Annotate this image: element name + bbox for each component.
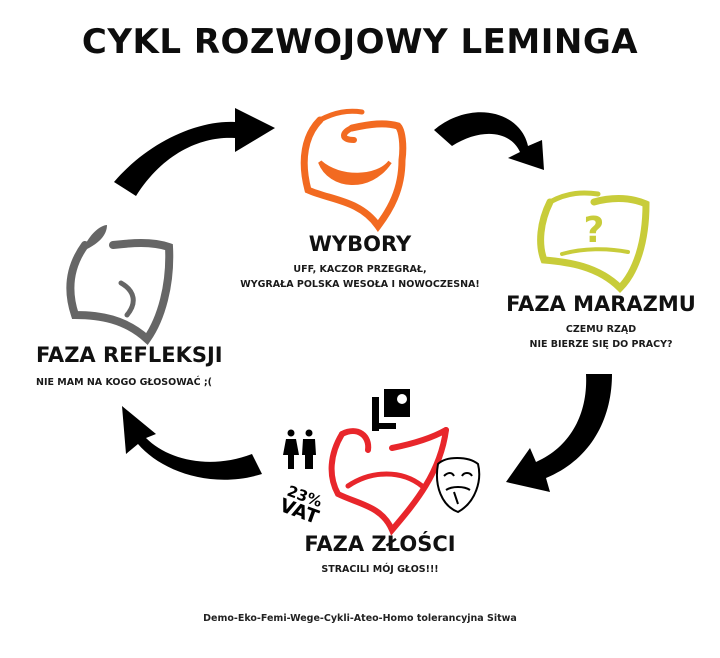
couple-icon [283,429,316,469]
page-title: CYKL ROZWOJOWY LEMINGA [81,22,639,62]
footer-caption: Demo-Eko-Femi-Wege-Cykli-Ateo-Homo toler… [203,613,517,624]
speed-camera-icon [372,389,410,431]
phase-caption: STRACILI MÓJ GŁOS!!! [321,564,439,575]
phase-caption: NIE MAM NA KOGO GŁOSOWAĆ ;( [36,377,213,388]
question-logo-icon: ? [537,190,650,293]
phase-zlosc: FAZA ZŁOŚCI STRACILI MÓJ GŁOS!!! [290,532,470,577]
phase-title: FAZA REFLEKSJI [36,343,223,367]
phase-title: FAZA MARAZMU [506,292,696,316]
svg-text:?: ? [584,210,605,251]
thinking-logo-icon [66,225,174,346]
phase-caption: UFF, KACZOR PRZEGRAŁ, [293,264,427,275]
phase-caption: CZEMU RZĄD [565,324,637,335]
guy-fawkes-mask-icon [436,457,481,514]
phase-caption: NIE BIERZE SIĘ DO PRACY? [529,339,673,350]
phase-title: WYBORY [308,232,412,256]
phase-refleksja: FAZA REFLEKSJI NIE MAM NA KOGO GŁOSOWAĆ … [36,343,223,390]
vat-23-icon: 23% VAT [276,481,325,529]
phase-title: FAZA ZŁOŚCI [304,532,456,556]
phase-wybory: WYBORY UFF, KACZOR PRZEGRAŁ, WYGRAŁA POL… [230,232,490,292]
phase-caption: WYGRAŁA POLSKA WESOŁA I NOWOCZESNA! [240,279,480,290]
phase-marazm: FAZA MARAZMU CZEMU RZĄD NIE BIERZE SIĘ D… [490,292,712,352]
smiling-logo-icon [300,108,407,232]
sad-logo-icon [328,427,449,536]
